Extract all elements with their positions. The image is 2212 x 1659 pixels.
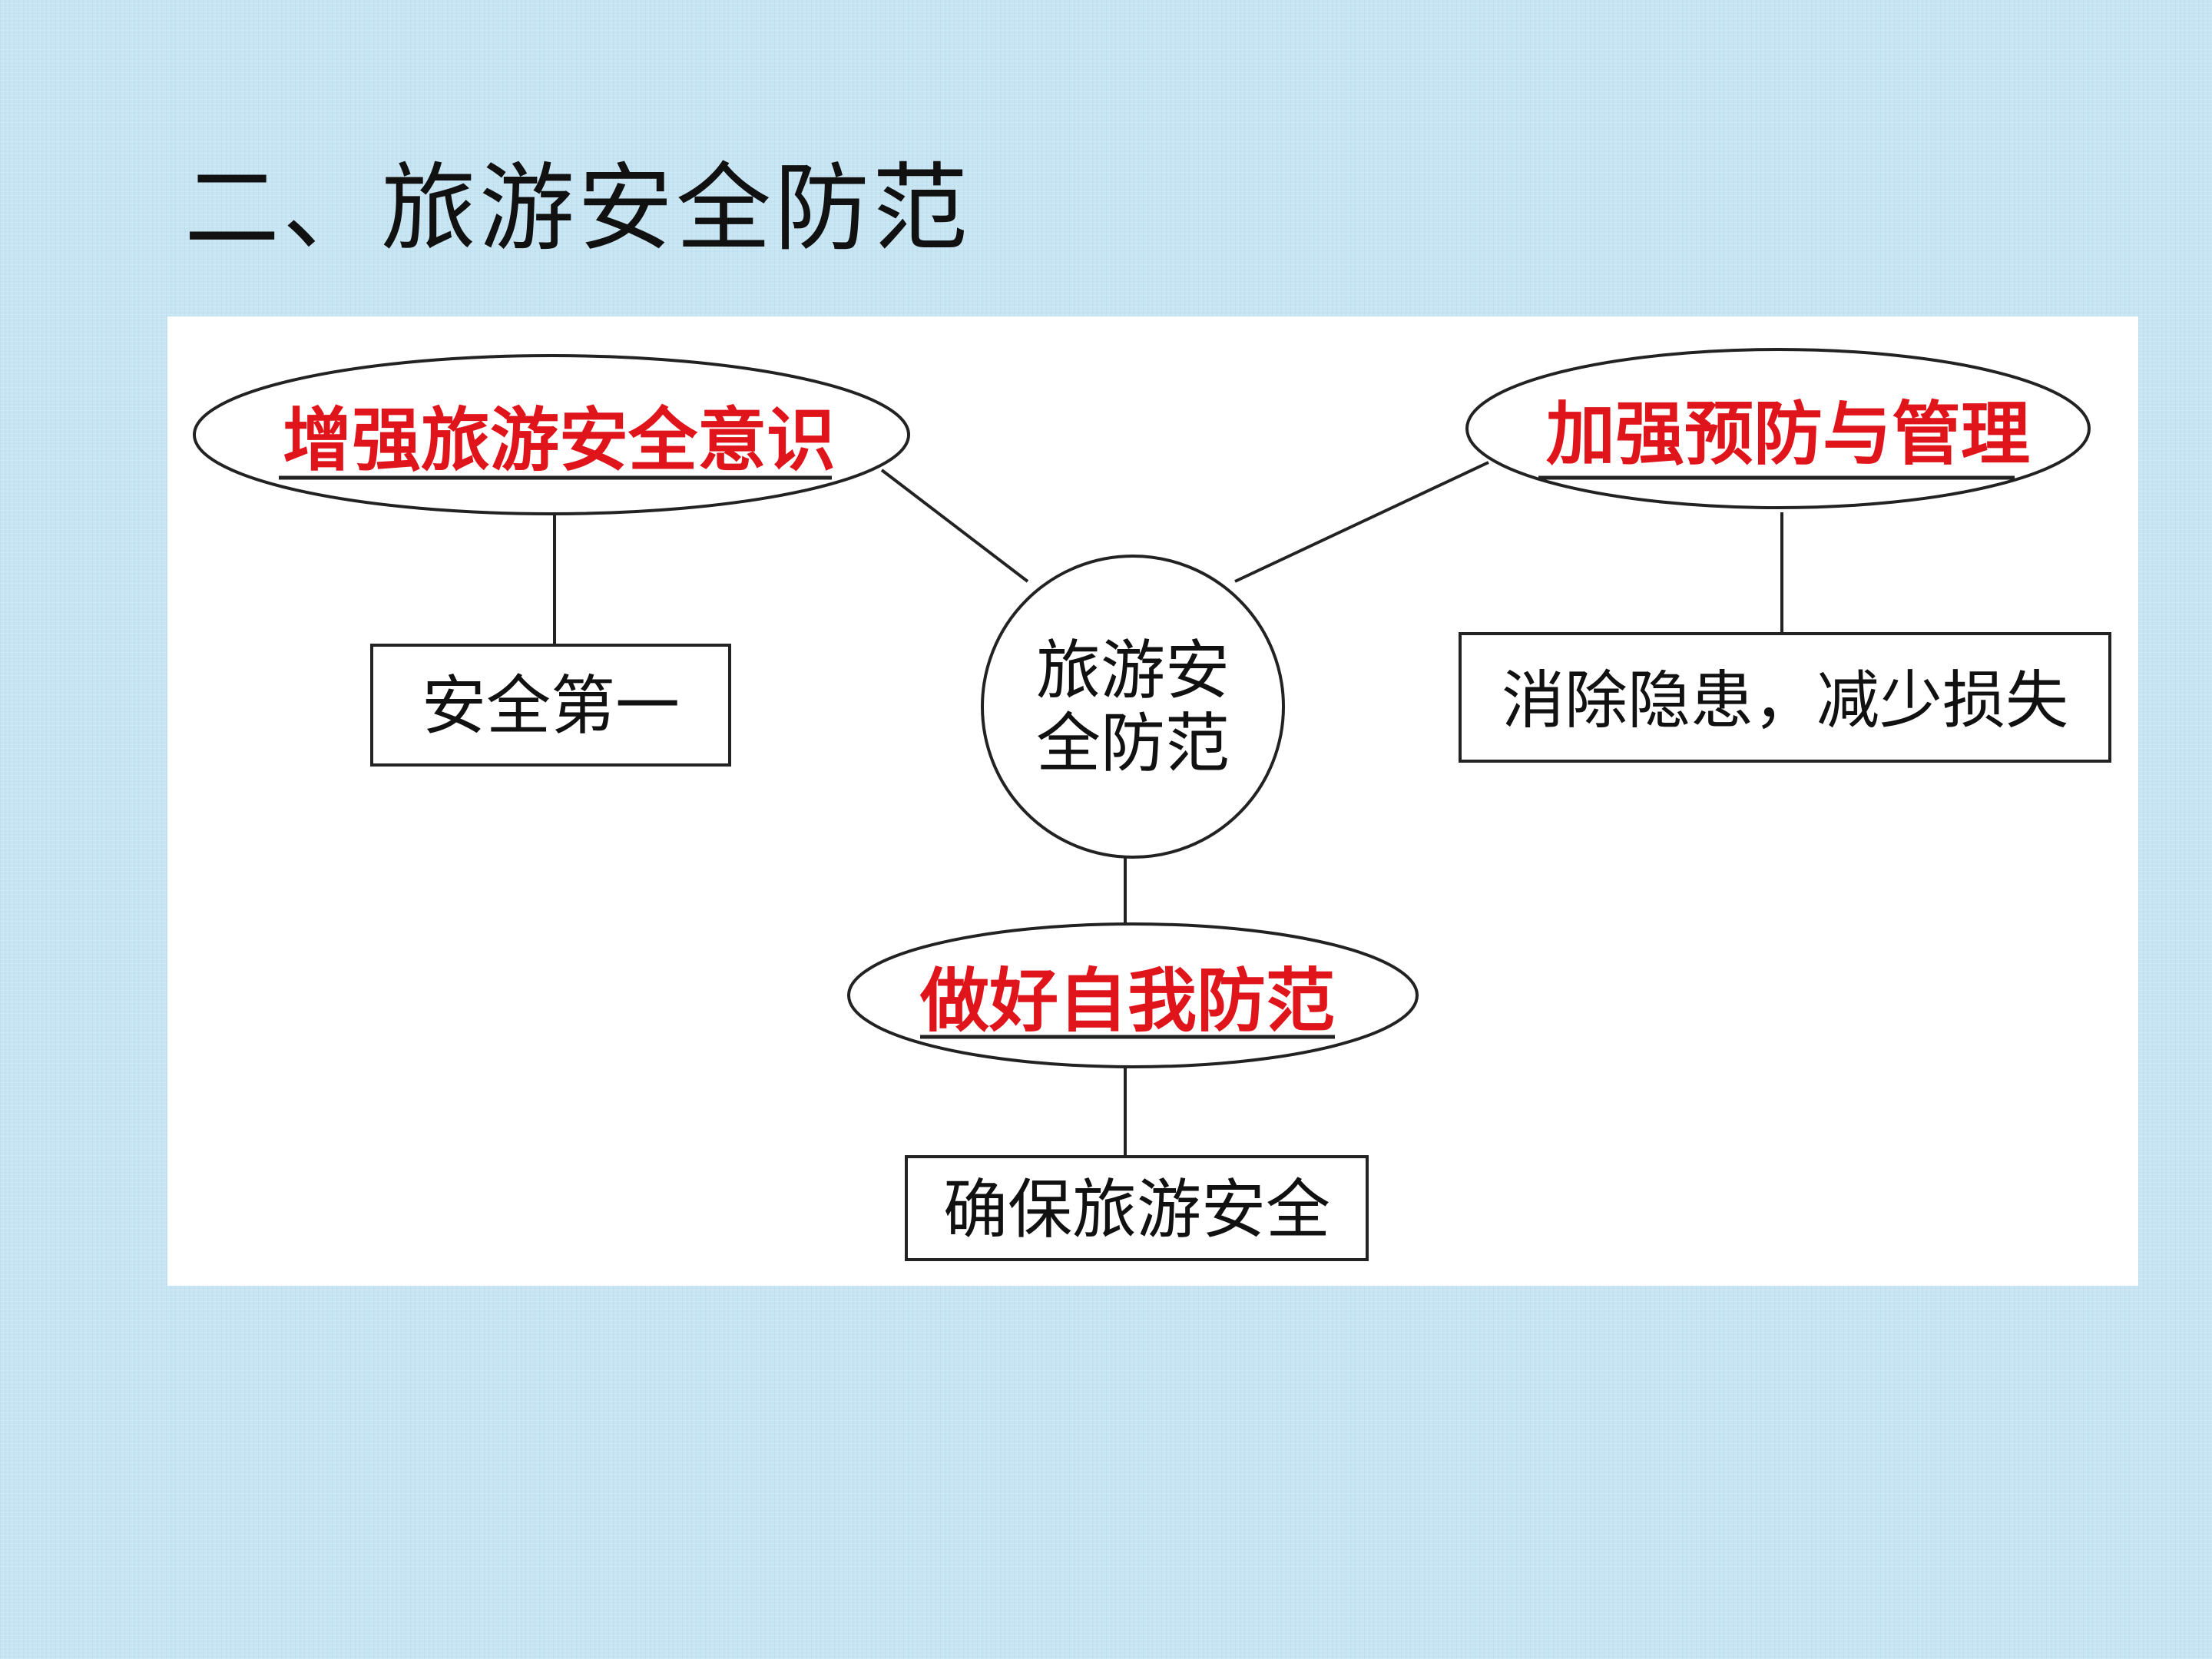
bottom-box-label: 确保旅游安全 — [943, 1172, 1330, 1247]
left-oval-label: 增强旅游安全意识 — [283, 399, 836, 481]
center-circle — [981, 555, 1285, 859]
mind-map-diagram: 增强旅游安全意识 加强预防与管理 旅游安 全防范 做好自我防范 安全第一 消除隐… — [193, 348, 2111, 1261]
bottom-box — [905, 1155, 1369, 1261]
connector-left-oval-center — [880, 469, 1029, 583]
right-oval-label: 加强预防与管理 — [1546, 393, 2030, 475]
diagram-panel: 增强旅游安全意识 加强预防与管理 旅游安 全防范 做好自我防范 安全第一 消除隐… — [167, 316, 2138, 1286]
bottom-oval-label: 做好自我防范 — [919, 960, 1335, 1041]
right-box-label: 消除隐患，减少损失 — [1502, 664, 2068, 737]
center-label-line2: 全防范 — [1036, 706, 1230, 781]
left-box — [370, 644, 731, 767]
right-oval — [1465, 348, 2091, 509]
left-box-label: 安全第一 — [422, 668, 680, 743]
slide-title: 二、旅游安全防范 — [184, 154, 972, 264]
connector-right-oval-center — [1234, 461, 1489, 583]
center-label-line1: 旅游安 — [1036, 633, 1230, 708]
left-oval — [193, 354, 910, 515]
right-box — [1459, 632, 2111, 763]
bottom-oval — [847, 922, 1419, 1068]
